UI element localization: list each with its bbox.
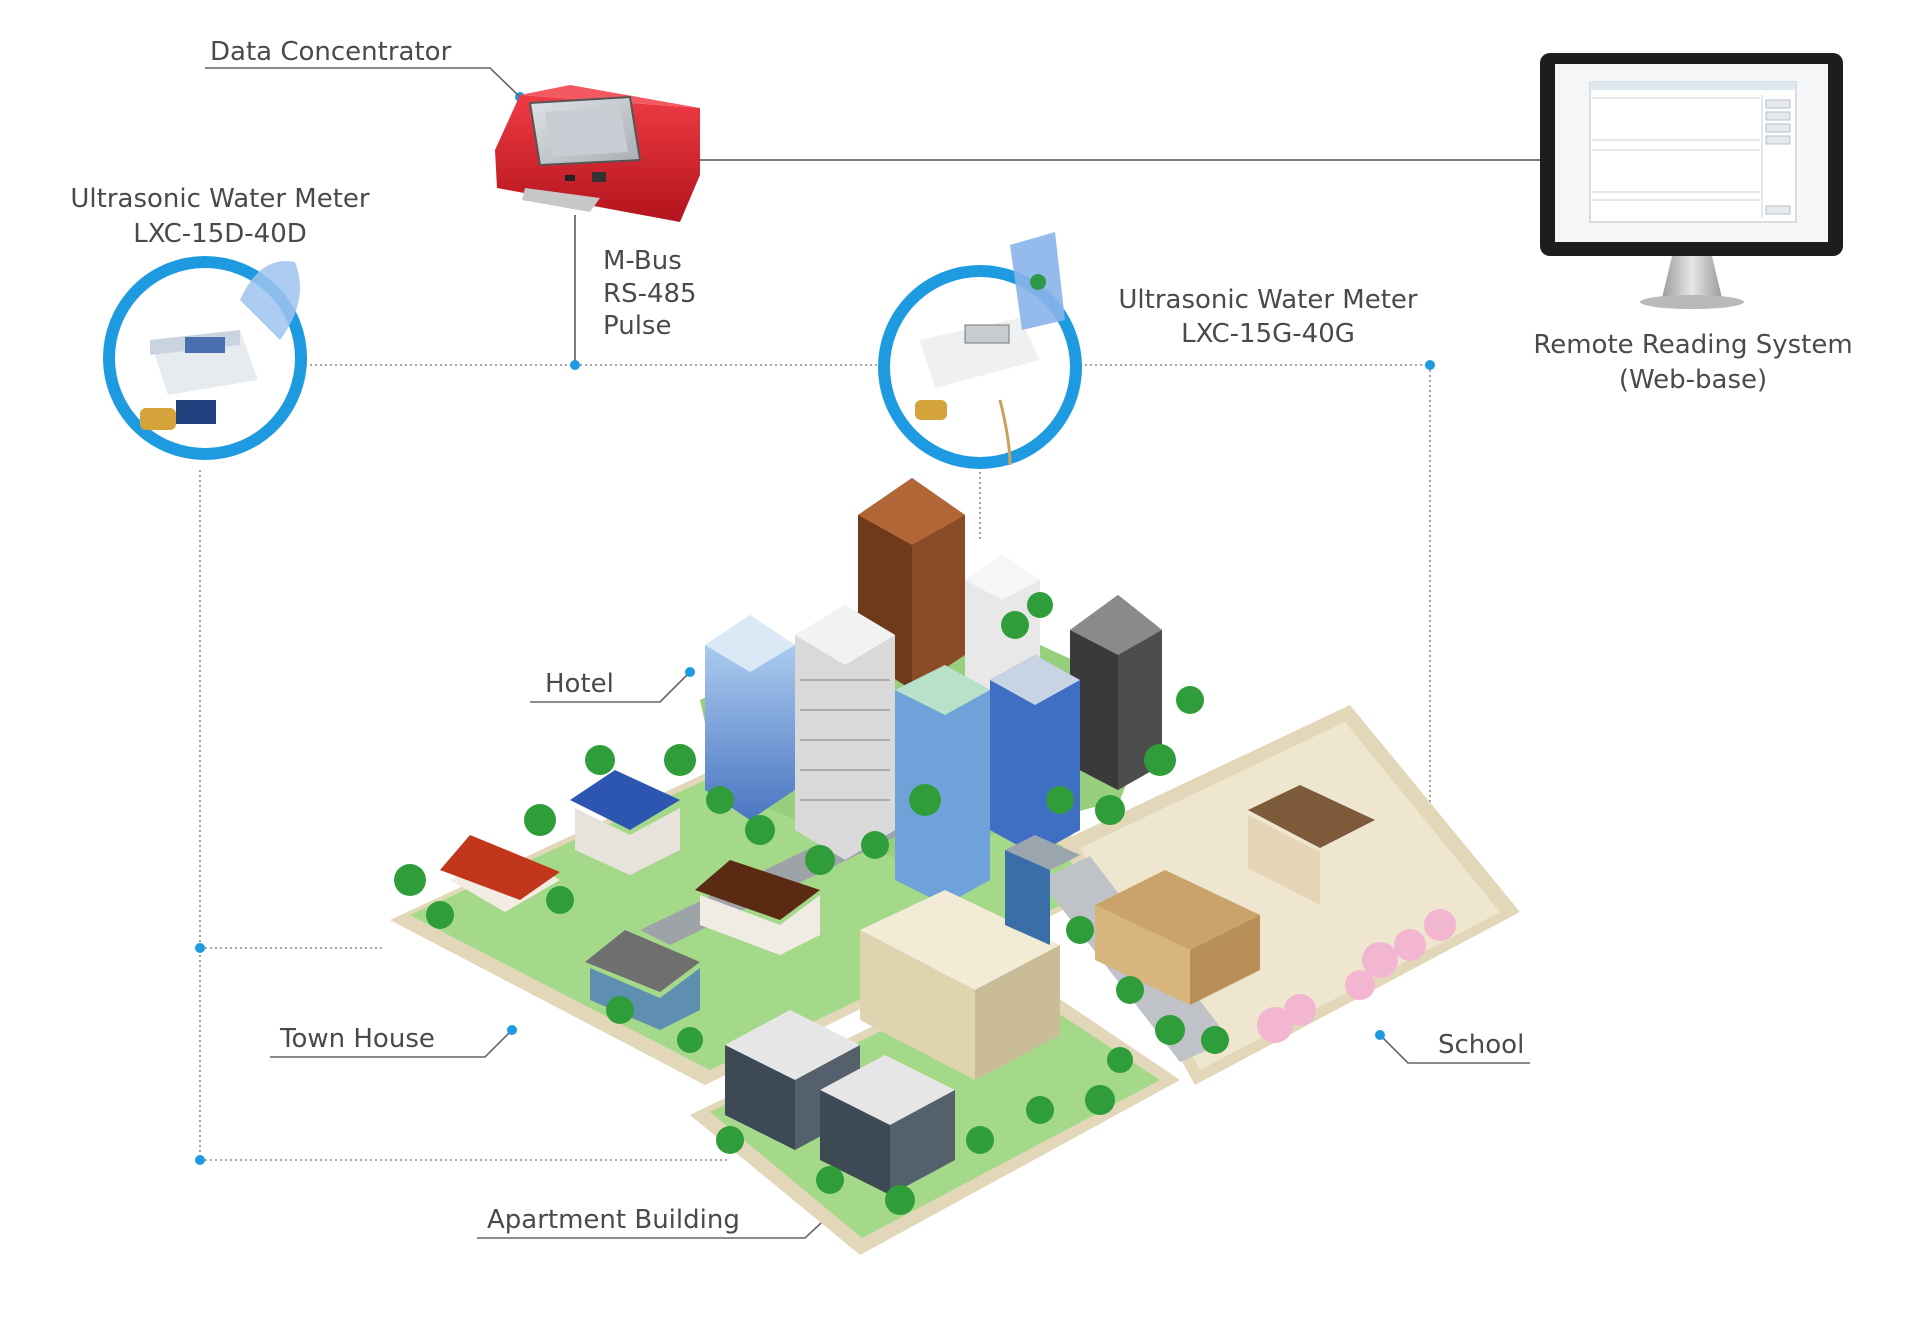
- building-apartment-2: [820, 1055, 955, 1195]
- label-bus-rs485: RS-485: [603, 279, 697, 309]
- label-meter-left-name: Ultrasonic Water Meter: [70, 184, 370, 214]
- building-white-grid: [795, 605, 895, 860]
- trees: [394, 592, 1229, 1215]
- label-remote-system: Remote Reading System: [1533, 330, 1852, 360]
- building-dark-grey: [1070, 595, 1162, 790]
- cherry-trees: [1257, 909, 1456, 1043]
- building-school: [1095, 785, 1375, 1005]
- connector-lines: [199, 159, 1550, 1161]
- building-hospital: [860, 890, 1060, 1080]
- house-brown-roof: [695, 860, 820, 955]
- data-concentrator-device: [495, 85, 700, 222]
- label-school: School: [1438, 1030, 1524, 1060]
- label-town-house: Town House: [279, 1024, 435, 1054]
- building-blue-hotel: [705, 615, 795, 820]
- labels: Data Concentrator Ultrasonic Water Meter…: [70, 37, 1852, 1235]
- label-meter-left-model: LXC-15D-40D: [133, 219, 307, 249]
- house-grey-roof: [585, 930, 700, 1030]
- water-meter-right: [878, 232, 1082, 469]
- label-remote-web: (Web-base): [1619, 365, 1767, 395]
- house-blue-roof: [570, 770, 680, 875]
- label-hotel: Hotel: [545, 669, 614, 699]
- isometric-city: [390, 478, 1520, 1255]
- house-red-roof: [440, 835, 560, 912]
- label-leaders: [205, 67, 1530, 1239]
- building-green-glass: [895, 665, 990, 905]
- label-data-concentrator: Data Concentrator: [210, 37, 452, 67]
- label-meter-right-name: Ultrasonic Water Meter: [1118, 285, 1418, 315]
- water-meter-left: [103, 256, 307, 460]
- building-blue-right: [990, 655, 1080, 855]
- label-bus-mbus: M-Bus: [603, 246, 682, 276]
- computer-monitor: [1540, 53, 1843, 309]
- label-meter-right-model: LXC-15G-40G: [1181, 319, 1355, 349]
- building-small-glass: [1005, 835, 1080, 945]
- label-bus-pulse: Pulse: [603, 311, 671, 341]
- label-apartment: Apartment Building: [487, 1205, 740, 1235]
